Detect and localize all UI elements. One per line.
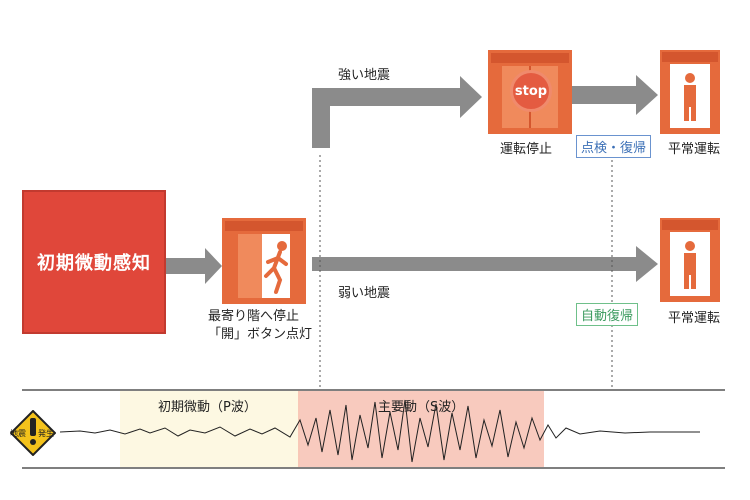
stop-floor-line1: 最寄り階へ停止 (208, 309, 300, 324)
stop-sign-text: stop (514, 83, 548, 99)
elevator-stop-icon (222, 218, 306, 304)
initial-detection-label: 初期微動感知 (37, 253, 151, 274)
elevator-normal-bottom-icon (660, 218, 720, 302)
weak-quake-label: 弱い地震 (338, 286, 391, 301)
normal-operation-bottom-label: 平常運転 (668, 311, 721, 326)
p-wave-band (120, 391, 300, 467)
seismogram-trace (59, 399, 700, 463)
earthquake-warning-icon (10, 410, 56, 456)
operation-stop-label: 運転停止 (500, 142, 553, 157)
s-wave-label: 主要動（S波） (378, 400, 465, 415)
stop-sign: stop (510, 70, 552, 112)
arrow-stop-to-normal (572, 75, 658, 115)
stop-floor-line2: 「開」ボタン点灯 (208, 327, 313, 342)
quake-badge-line1: 地震 (10, 429, 26, 438)
p-wave-label: 初期微動（P波） (158, 400, 257, 415)
inspect-restore-tag: 点検・復帰 (576, 135, 652, 158)
quake-badge-line2: 発生 (38, 429, 54, 438)
strong-quake-label: 強い地震 (338, 68, 391, 83)
arrow-to-elevator (165, 248, 222, 284)
auto-restore-tag: 自動復帰 (576, 303, 639, 326)
elevator-normal-top-icon (660, 50, 720, 134)
arrow-weak (312, 246, 658, 282)
normal-operation-top-label: 平常運転 (668, 142, 721, 157)
initial-detection-box: 初期微動感知 (22, 190, 166, 334)
arrow-strong (312, 76, 482, 148)
